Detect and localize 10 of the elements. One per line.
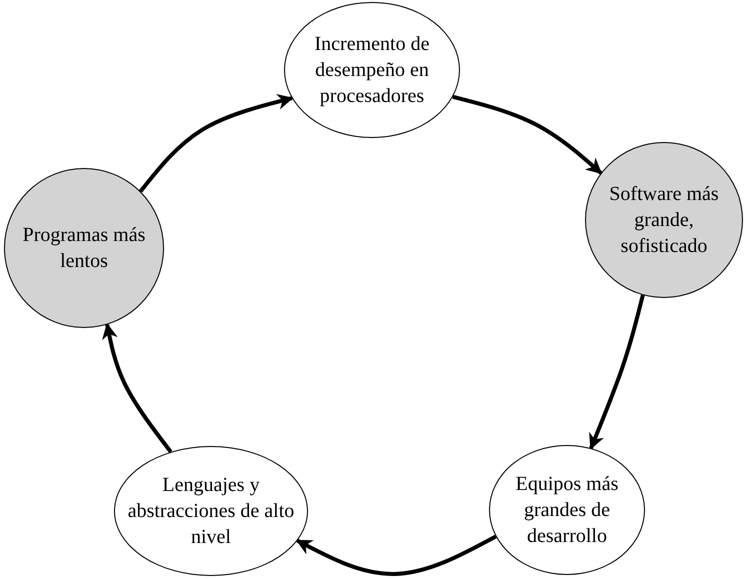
node-label: Software más grande, sofisticado [608, 182, 720, 259]
curved-arrow [138, 94, 294, 193]
curved-arrow [452, 94, 602, 175]
node-label: Incremento de desempeño en procesadores [314, 32, 430, 109]
curved-arrow [296, 534, 497, 576]
node-label: Lenguajes y abstracciones de alto nivel [126, 473, 296, 550]
node-label: Programas más lentos [22, 223, 146, 274]
curved-arrow [589, 294, 645, 450]
curved-arrow [102, 323, 172, 454]
node-label: Equipos más grandes de desarrollo [514, 472, 620, 549]
